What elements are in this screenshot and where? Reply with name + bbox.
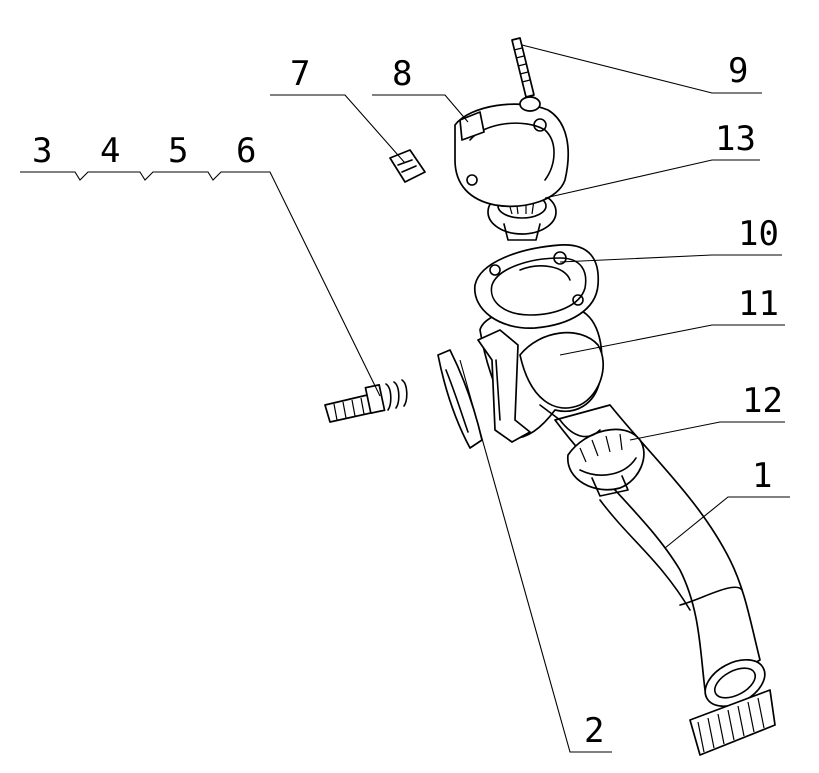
callout-7: 7	[290, 54, 310, 94]
callout-labels: 7 8 9 3 4 5 6 13 10 11 12 1 2	[32, 51, 783, 751]
callout-11: 11	[738, 284, 779, 324]
part-11-housing	[477, 305, 604, 443]
callout-3: 3	[32, 131, 52, 171]
part-8-cover	[454, 103, 570, 208]
part-10-flange	[474, 244, 600, 329]
callout-4: 4	[100, 131, 120, 171]
callout-6: 6	[236, 131, 256, 171]
callout-1: 1	[752, 456, 772, 496]
parts-3-6-bolt-assembly	[324, 379, 408, 423]
callout-9: 9	[728, 51, 748, 91]
callout-2: 2	[584, 711, 604, 751]
callout-13: 13	[715, 119, 756, 159]
callout-5: 5	[168, 131, 188, 171]
part-9-bolt	[511, 37, 541, 112]
part-2-gasket	[437, 349, 483, 449]
part-12-clamp	[567, 428, 645, 497]
leader-lines	[20, 44, 790, 753]
part-7-plug	[389, 149, 426, 183]
callout-12: 12	[742, 381, 783, 421]
callout-10: 10	[738, 214, 779, 254]
callout-8: 8	[392, 54, 412, 94]
